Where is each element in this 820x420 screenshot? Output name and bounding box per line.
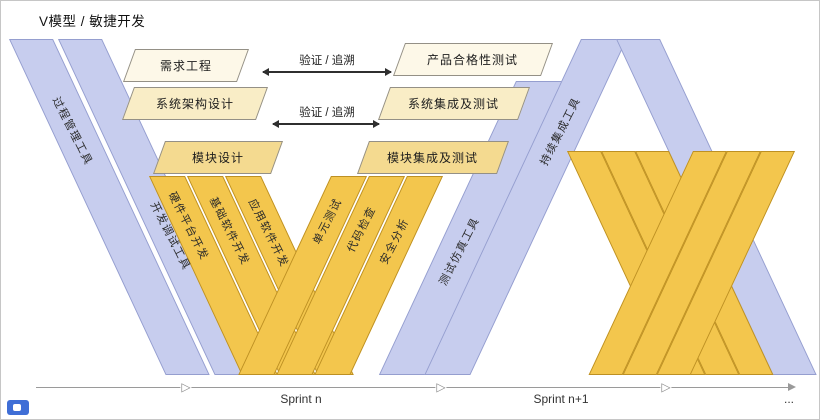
verify-trace-label-1: 验证 / 追溯 xyxy=(299,55,355,67)
timeline-label-sprint-n1: Sprint n+1 xyxy=(533,392,589,406)
diagram-title: V模型 / 敏捷开发 xyxy=(39,14,146,29)
step-label-module-design: 模块设计 xyxy=(191,151,244,165)
step-label-requirements-eng: 需求工程 xyxy=(159,59,212,73)
step-label-product-qual-test: 产品合格性测试 xyxy=(427,53,519,67)
step-label-system-arch-design: 系统架构设计 xyxy=(155,97,234,111)
verify-trace-arrow-1 xyxy=(262,68,392,76)
timeline-arrowhead-icon xyxy=(788,383,796,391)
step-label-module-integration-test: 模块集成及测试 xyxy=(387,151,479,165)
verify-trace-label-2: 验证 / 追溯 xyxy=(299,107,355,119)
timeline-marker-icon: ▷ xyxy=(180,379,192,395)
step-module-integration-test: 模块集成及测试 xyxy=(356,141,510,174)
watermark-logo xyxy=(7,400,29,415)
step-system-arch-design: 系统架构设计 xyxy=(121,87,269,120)
step-product-qual-test: 产品合格性测试 xyxy=(392,43,554,76)
timeline-axis xyxy=(36,387,788,388)
verify-trace-arrow-2 xyxy=(272,120,380,128)
timeline-label-more: ... xyxy=(783,392,795,406)
step-module-design: 模块设计 xyxy=(152,141,284,174)
step-system-integration-test: 系统集成及测试 xyxy=(377,87,531,120)
timeline-marker-icon: ▷ xyxy=(435,379,447,395)
timeline-label-sprint-n: Sprint n xyxy=(280,392,322,406)
timeline-marker-icon: ▷ xyxy=(660,379,672,395)
step-requirements-eng: 需求工程 xyxy=(122,49,250,82)
step-label-system-integration-test: 系统集成及测试 xyxy=(408,97,500,111)
